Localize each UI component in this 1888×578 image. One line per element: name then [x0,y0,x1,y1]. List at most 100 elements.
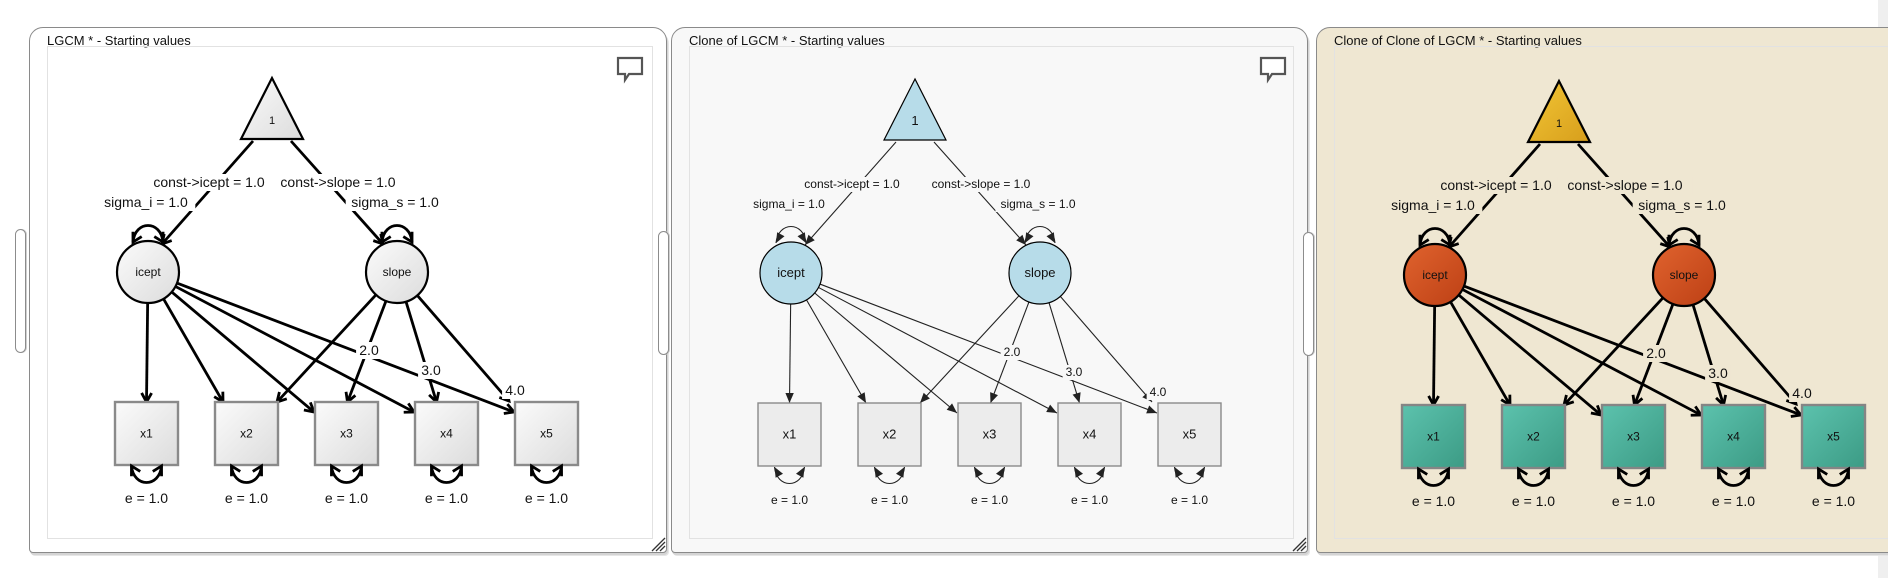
manifest-box[interactable] [113,400,180,467]
latent-node-slope[interactable]: slope [1651,242,1717,308]
manifest-node-x4[interactable]: x4 [1700,403,1767,470]
icept-to-x5-path[interactable] [819,283,1158,414]
path-line[interactable] [919,295,1020,404]
slope-variance-loop[interactable] [1667,227,1701,248]
x2-residual-loop[interactable] [873,466,906,484]
manifest-node-x5[interactable]: x5 [1800,403,1867,470]
path-line[interactable] [1059,296,1153,403]
manifest-node-x2[interactable]: x2 [1500,403,1567,470]
path-line[interactable] [174,285,414,413]
x3-residual-loop[interactable] [330,463,363,484]
constant-node[interactable]: 1 [883,77,947,141]
icept-variance-loop[interactable] [1418,227,1452,248]
icept-to-x3-path[interactable] [814,292,958,414]
latent-circle[interactable] [364,239,430,305]
manifest-node-x4[interactable]: x4 [1057,402,1122,467]
slope-variance-loop[interactable] [380,224,414,245]
path-line[interactable] [1448,143,1542,247]
icept-to-x4-path[interactable] [818,286,1058,414]
manifest-box[interactable] [513,400,580,467]
path-line[interactable] [170,290,314,413]
comment-bubble-icon[interactable] [615,55,645,85]
icept-to-x2-path[interactable] [1449,301,1512,408]
x3-residual-loop[interactable] [1617,466,1650,487]
manifest-node-x3[interactable]: x3 [1600,403,1667,470]
manifest-node-x1[interactable]: x1 [113,400,180,467]
manifest-node-x4[interactable]: x4 [413,400,480,467]
icept-to-x1-path[interactable] [785,303,794,404]
latent-node-slope[interactable]: slope [1008,241,1072,305]
x1-residual-loop[interactable] [1417,466,1450,487]
path-line[interactable] [176,281,514,413]
manifest-box[interactable] [413,400,480,467]
comment-bubble-icon[interactable] [1258,55,1288,85]
panel-resize-handle-right[interactable] [1303,232,1314,356]
x4-residual-loop[interactable] [430,463,463,484]
const-to-slope-path[interactable] [289,140,385,247]
path-line[interactable] [1461,288,1701,416]
const-to-icept-path[interactable] [1447,143,1542,250]
path-line[interactable] [1563,296,1665,405]
manifest-box[interactable] [957,402,1022,467]
manifest-box[interactable] [757,402,822,467]
manifest-box[interactable] [1400,403,1467,470]
manifest-box[interactable] [1700,403,1767,470]
manifest-box[interactable] [213,400,280,467]
path-line[interactable] [1463,284,1801,416]
resize-grip-icon[interactable] [644,530,666,552]
constant-node[interactable]: 1 [1526,78,1592,144]
latent-circle[interactable] [115,239,181,305]
path-line[interactable] [933,141,1027,246]
manifest-node-x1[interactable]: x1 [1400,403,1467,470]
model-canvas[interactable] [47,46,653,539]
latent-node-slope[interactable]: slope [364,239,430,305]
latent-circle[interactable] [1651,242,1717,308]
manifest-node-x5[interactable]: x5 [513,400,580,467]
path-line[interactable] [289,140,384,244]
path-line[interactable] [1449,301,1511,405]
model-canvas[interactable] [1334,46,1888,539]
model-canvas[interactable] [689,46,1294,539]
x3-residual-loop[interactable] [973,466,1006,484]
constant-triangle[interactable] [239,75,305,141]
path-line[interactable] [818,286,1058,414]
path-line[interactable] [1703,297,1797,404]
path-line[interactable] [1576,143,1671,247]
path-line[interactable] [145,302,150,401]
slope-to-x4-path[interactable] [1691,304,1728,408]
x5-residual-loop[interactable] [1173,466,1206,484]
path-line[interactable] [1432,305,1437,404]
icept-to-x1-path[interactable] [1427,305,1440,408]
x2-residual-loop[interactable] [1517,466,1550,487]
latent-circle[interactable] [759,241,823,305]
path-line[interactable] [416,294,510,401]
panel-resize-handle-left[interactable] [15,229,26,353]
constant-triangle[interactable] [1526,78,1592,144]
path-line[interactable] [788,303,792,404]
path-line[interactable] [819,283,1158,414]
path-line[interactable] [1691,304,1725,404]
const-to-slope-path[interactable] [1576,143,1672,250]
x4-residual-loop[interactable] [1073,466,1106,484]
latent-circle[interactable] [1008,241,1072,305]
resize-grip-icon[interactable] [1285,530,1307,552]
icept-variance-loop[interactable] [775,226,807,244]
manifest-node-x5[interactable]: x5 [1157,402,1222,467]
latent-node-icept[interactable]: icept [1402,242,1468,308]
manifest-node-x1[interactable]: x1 [757,402,822,467]
manifest-node-x2[interactable]: x2 [213,400,280,467]
constant-triangle[interactable] [883,77,947,141]
manifest-box[interactable] [1057,402,1122,467]
manifest-box[interactable] [1157,402,1222,467]
latent-node-icept[interactable]: icept [759,241,823,305]
manifest-box[interactable] [1600,403,1667,470]
icept-to-x2-path[interactable] [806,299,867,404]
x1-residual-loop[interactable] [130,463,163,484]
icept-to-x2-path[interactable] [162,298,225,405]
path-line[interactable] [814,292,958,414]
manifest-box[interactable] [313,400,380,467]
path-line[interactable] [806,299,867,404]
x5-residual-loop[interactable] [1817,466,1850,487]
slope-variance-loop[interactable] [1024,226,1056,244]
x1-residual-loop[interactable] [773,466,806,484]
